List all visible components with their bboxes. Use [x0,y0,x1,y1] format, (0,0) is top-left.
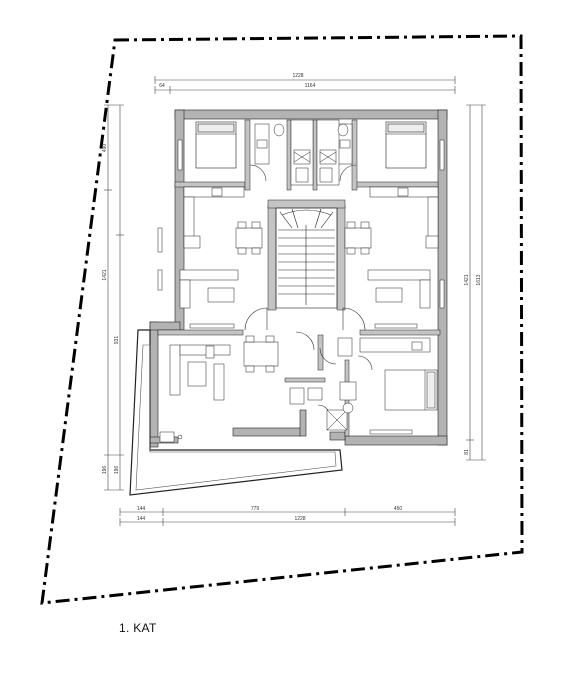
dim-left-2: 1421 [102,269,108,280]
dim-bottom-overall: 1228 [294,516,305,522]
plot-boundary [40,34,524,605]
top-dimensions [154,76,456,94]
dim-left-1: 490 [102,144,108,153]
dim-bottom-left-2: 144 [137,516,146,522]
left-dimensions [104,104,124,491]
bed-top-right [385,121,427,169]
door-swings [244,164,373,418]
kitchen-left [183,186,245,249]
kitchen-right [369,186,439,249]
dim-bottom-mid: 779 [251,506,260,512]
sofa-right [367,269,431,309]
dim-left-5: 196 [114,466,120,475]
bathroom-top [273,119,349,186]
right-dimensions [466,104,486,461]
dim-bottom-right: 450 [394,506,403,512]
bathroom-lower [289,337,357,431]
living-lower-left [169,335,279,401]
bedroom-lower-right [359,337,438,411]
dining-left [235,221,263,255]
windows [157,139,445,435]
dim-top-left: 64 [159,83,165,89]
dim-bottom-left-1: 144 [137,506,146,512]
staircase [275,207,338,309]
floor-caption: 1. KAT [119,621,157,635]
dim-right-1: 1421 [464,274,470,285]
bed-top-left [195,121,237,169]
dim-top-inner: 1164 [305,83,316,89]
dim-top-overall: 1228 [292,73,303,79]
left-balcony [129,329,343,496]
sofa-left [179,269,239,309]
dim-right-3: 81 [464,449,470,455]
dim-left-4: 196 [102,466,108,475]
balcony-unit [159,431,183,443]
dim-right-2: 1613 [476,274,482,285]
bottom-dimensions [119,508,456,526]
dim-left-3: 931 [114,336,120,345]
dining-right [344,221,372,255]
